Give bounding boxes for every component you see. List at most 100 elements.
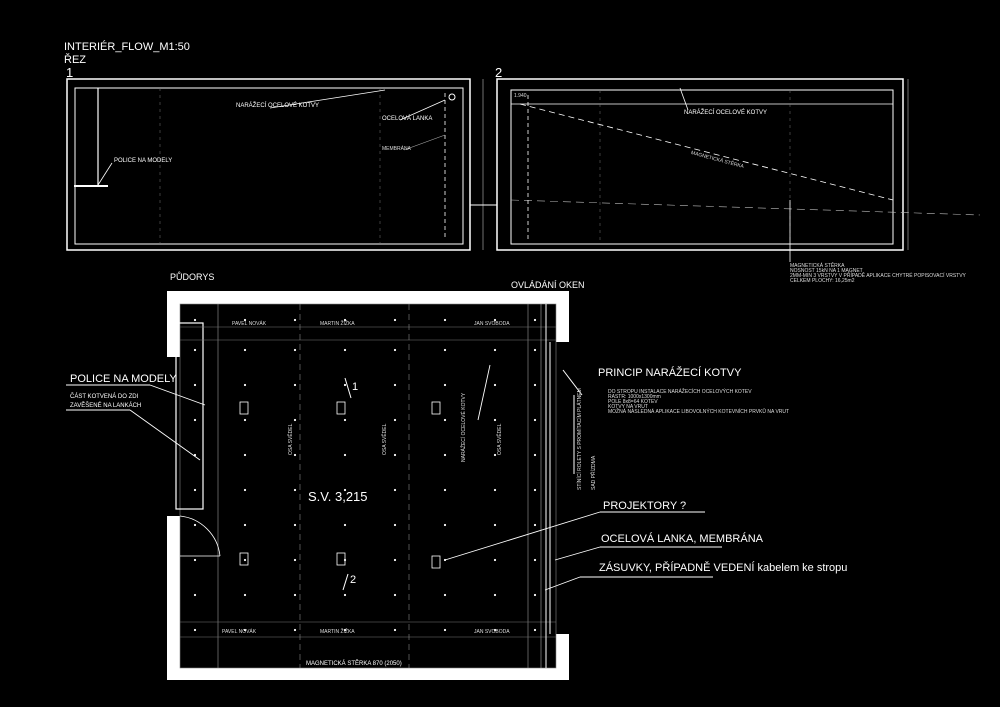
- anchor-point: [443, 383, 447, 387]
- s1-shelf-label: POLICE NA MODELY: [114, 158, 173, 164]
- anchor-point: [393, 453, 397, 457]
- anchor-point: [243, 558, 247, 562]
- anchor-point: [193, 488, 197, 492]
- anchor-point: [193, 593, 197, 597]
- anchor-point: [193, 628, 197, 632]
- principle-line: DO STROPU INSTALACE NARÁŽECÍCH OCELOVÝCH…: [608, 389, 752, 395]
- s2-note: MAGNETICKÁ STĚRKA NOSNOST 15kN NA 1 MAGN…: [790, 264, 966, 284]
- anchor-point: [293, 558, 297, 562]
- s1-membrane-label: MEMBRÁNA: [382, 146, 411, 152]
- anchor-point: [393, 593, 397, 597]
- principle-line: RASTR: 1000x1300mm: [608, 394, 661, 400]
- anchor-point: [343, 383, 347, 387]
- anchor-point: [493, 348, 497, 352]
- anchor-point: [243, 488, 247, 492]
- projectors-callout: PROJEKTORY ?: [603, 500, 687, 512]
- anchor-point: [343, 628, 347, 632]
- anchor-grid: [193, 318, 537, 632]
- anchor-point: [393, 628, 397, 632]
- anchor-point: [193, 523, 197, 527]
- anchor-point: [193, 558, 197, 562]
- section-marker-1: 1: [352, 381, 359, 393]
- anchor-point: [243, 418, 247, 422]
- anchor-point: [443, 488, 447, 492]
- anchor-point: [533, 418, 537, 422]
- plan-bottom-label: PAVEL NOVÁK: [222, 629, 257, 635]
- plan-title: PŮDORYS: [170, 272, 215, 282]
- principle-list: DO STROPU INSTALACE NARÁŽECÍCH OCELOVÝCH…: [608, 390, 789, 415]
- anchor-point: [243, 318, 247, 322]
- anchor-point: [293, 488, 297, 492]
- anchor-point: [343, 453, 347, 457]
- anchor-point: [293, 523, 297, 527]
- anchor-point: [343, 418, 347, 422]
- anchor-point: [493, 628, 497, 632]
- magnetic-plaster-label: MAGNETICKÁ STĚRKA 870 (2050): [306, 661, 402, 667]
- anchor-point: [493, 488, 497, 492]
- plan-bottom-label: JAN SVOBODA: [474, 629, 510, 635]
- callout-leaders: [66, 364, 722, 591]
- anchor-point: [343, 558, 347, 562]
- anchor-point: [393, 488, 397, 492]
- anchor-point: [243, 383, 247, 387]
- anchor-point: [533, 348, 537, 352]
- anchor-point: [443, 593, 447, 597]
- anchor-point: [293, 383, 297, 387]
- room-code: S.V. 3,215: [308, 489, 368, 504]
- anchors-vertical-label: NARÁŽECÍ OCELOVÉ KOTVY: [461, 392, 467, 462]
- anchor-point: [193, 418, 197, 422]
- anchor-point: [493, 558, 497, 562]
- drawing-title: INTERIÉR_FLOW_M1:50: [64, 41, 190, 53]
- axis-label-3: OSA SVĚDEL: [497, 423, 503, 455]
- anchor-point: [193, 348, 197, 352]
- anchor-point: [493, 523, 497, 527]
- anchor-point: [243, 593, 247, 597]
- anchor-point: [393, 523, 397, 527]
- anchor-point: [493, 383, 497, 387]
- blinds-vertical-label: STÍNÍCÍ ROLETY S PROMÍTACÍM PLÁTNEM: [577, 388, 583, 490]
- principle-title: PRINCIP NARÁŽECÍ KOTVY: [598, 367, 742, 379]
- s2-note-line: MAGNETICKÁ STĚRKA: [790, 263, 845, 269]
- anchor-point: [533, 318, 537, 322]
- axis-label-2: OSA SVĚDEL: [382, 423, 388, 455]
- shelf-callout-line2: ZAVĚŠENÉ NA LANKÁCH: [70, 403, 142, 409]
- anchor-point: [443, 628, 447, 632]
- sockets-callout: ZÁSUVKY, PŘÍPADNĚ VEDENÍ kabelem ke stro…: [599, 562, 848, 574]
- s2-note-line: 2MM-MIN 3 VRSTVY V PŘÍPADĚ APLIKACE CHYT…: [790, 273, 966, 279]
- anchor-point: [443, 418, 447, 422]
- section-1-drawing: [66, 78, 497, 251]
- sad-vertical-label: SAD PŘÍZDMA: [591, 455, 597, 490]
- principle-line: MOŽNÁ NÁSLEDNÁ APLIKACE LIBOVOLNÝCH KOTE…: [608, 409, 790, 415]
- axis-label-1: OSA SVĚDEL: [288, 423, 294, 455]
- anchor-point: [443, 523, 447, 527]
- anchor-point: [533, 383, 537, 387]
- s2-note-line: NOSNOST 15kN NA 1 MAGNET: [790, 268, 863, 274]
- anchor-point: [493, 593, 497, 597]
- anchor-point: [243, 453, 247, 457]
- shelf-callout-line1: ČÁST KOTVENÁ DO ZDI: [70, 394, 139, 400]
- s2-note-line: CELKEM PLOCHY: 16,25m2: [790, 278, 855, 284]
- anchor-point: [443, 348, 447, 352]
- anchor-point: [533, 453, 537, 457]
- anchor-point: [493, 318, 497, 322]
- principle-line: KOTVY NA VRUT: [608, 404, 648, 410]
- anchor-point: [343, 318, 347, 322]
- windows-control-label: OVLÁDÁNÍ OKEN: [511, 280, 585, 290]
- anchor-point: [533, 593, 537, 597]
- shelf-callout-title: POLICE NA MODELY: [70, 373, 177, 385]
- anchor-point: [343, 488, 347, 492]
- plan-top-label: JAN SVOBODA: [474, 321, 510, 327]
- floor-plan-walls: [167, 291, 569, 680]
- cable-membrane-callout: OCELOVÁ LANKA, MEMBRÁNA: [601, 533, 763, 545]
- anchor-point: [343, 593, 347, 597]
- anchor-point: [393, 418, 397, 422]
- anchor-point: [243, 628, 247, 632]
- s1-cable-label: OCELOVÁ LANKA: [382, 116, 433, 122]
- section-marker-2: 2: [350, 574, 357, 586]
- anchor-point: [343, 523, 347, 527]
- anchor-point: [443, 318, 447, 322]
- anchor-point: [393, 558, 397, 562]
- anchor-point: [293, 628, 297, 632]
- anchor-point: [243, 523, 247, 527]
